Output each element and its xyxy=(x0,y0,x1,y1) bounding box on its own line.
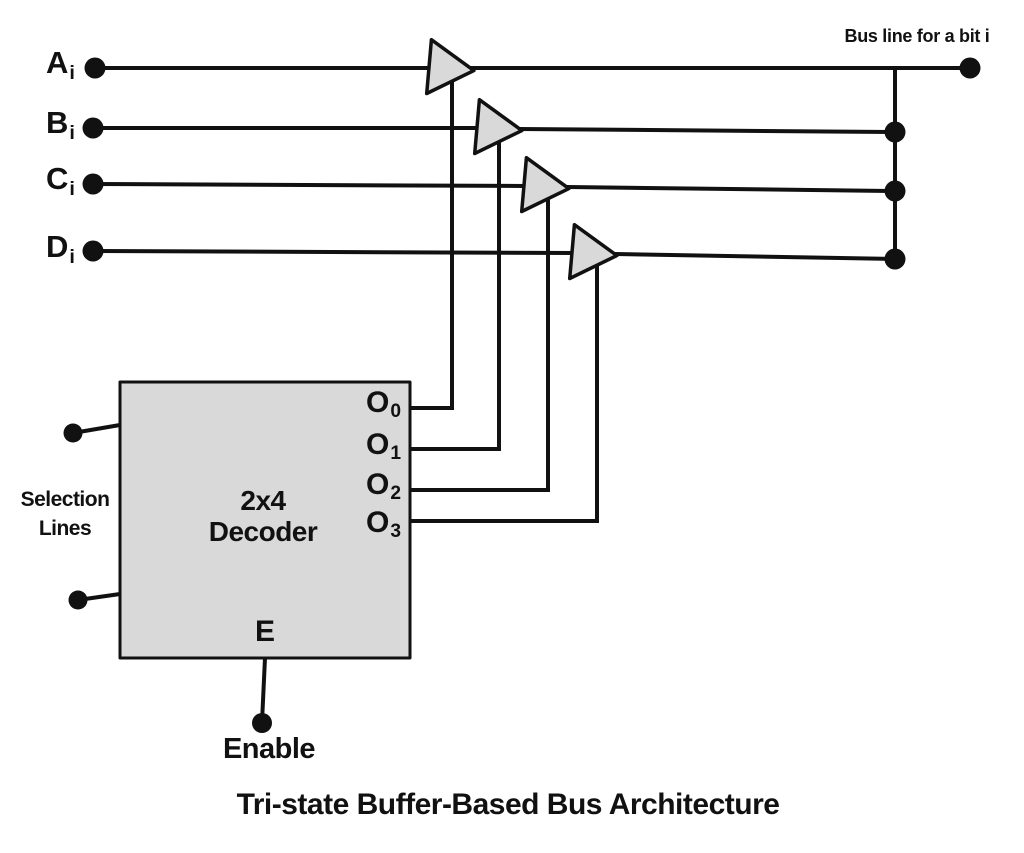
terminal-dot-selection-top xyxy=(63,423,83,443)
input-label-a: Ai xyxy=(46,47,75,83)
input-label-b-text: B xyxy=(46,105,69,140)
decoder-output-label-o1: O1 xyxy=(366,430,401,464)
tri-state-buffer-a xyxy=(424,37,476,96)
wire-output-c xyxy=(565,185,897,193)
decoder-output-o3-text: O xyxy=(366,506,390,539)
wire-enable-pin xyxy=(260,656,267,724)
input-label-d: Di xyxy=(46,231,75,267)
diagram-title: Tri-state Buffer-Based Bus Architecture xyxy=(236,788,780,821)
terminal-dot-input-b xyxy=(82,117,104,139)
enable-label: Enable xyxy=(222,733,316,765)
terminal-dot-input-d xyxy=(82,240,104,262)
terminal-dot-input-a xyxy=(84,57,106,79)
decoder-output-o0-text: O xyxy=(366,386,390,419)
input-label-d-subscript: i xyxy=(69,245,75,268)
selection-lines-label-line2: Lines xyxy=(38,517,92,540)
decoder-box xyxy=(118,380,412,660)
junction-dot-bus-b xyxy=(884,121,906,143)
input-label-c-subscript: i xyxy=(69,177,75,200)
decoder-output-label-o0: O0 xyxy=(366,388,401,422)
junction-dot-bus-c xyxy=(884,180,906,202)
decoder-output-label-o2: O2 xyxy=(366,470,401,504)
decoder-enable-pin-label: E xyxy=(254,615,276,648)
terminal-dot-input-c xyxy=(82,173,104,195)
input-label-a-subscript: i xyxy=(69,61,75,84)
input-label-d-text: D xyxy=(46,229,69,264)
wire-enable-o3 xyxy=(408,261,599,523)
tri-state-buffer-c xyxy=(519,155,571,214)
terminal-dot-enable xyxy=(252,713,272,733)
junction-dot-bus-d xyxy=(884,248,906,270)
decoder-output-o1-subscript: 1 xyxy=(390,443,402,465)
terminal-dot-bus-end xyxy=(959,57,981,79)
decoder-output-o2-subscript: 2 xyxy=(390,483,402,505)
wire-enable-o1 xyxy=(408,136,501,451)
decoder-name-line2: Decoder xyxy=(208,516,318,547)
input-label-a-text: A xyxy=(46,45,69,80)
bus-line-label: Bus line for a bit i xyxy=(844,26,990,46)
decoder-name-line1: 2x4 xyxy=(240,485,286,516)
decoder-output-o3-subscript: 3 xyxy=(390,521,402,543)
wire-enable-o0 xyxy=(408,76,454,410)
input-label-c: Ci xyxy=(46,163,75,199)
selection-lines-label-line1: Selection xyxy=(20,488,110,511)
decoder-output-o2-text: O xyxy=(366,468,390,501)
wire-input-d xyxy=(91,249,576,255)
wire-output-d xyxy=(613,252,897,261)
decoder-output-o0-subscript: 0 xyxy=(390,401,402,423)
wire-enable-o2 xyxy=(408,193,550,492)
wire-output-b xyxy=(517,127,897,134)
input-label-b-subscript: i xyxy=(69,121,75,144)
decoder-output-label-o3: O3 xyxy=(366,508,401,542)
input-label-c-text: C xyxy=(46,161,69,196)
terminal-dot-selection-bottom xyxy=(68,590,88,610)
tri-state-buffer-d xyxy=(567,222,619,281)
wire-input-c xyxy=(91,182,528,188)
tri-state-buffer-b xyxy=(472,97,524,156)
input-label-b: Bi xyxy=(46,107,75,143)
decoder-output-o1-text: O xyxy=(366,428,390,461)
